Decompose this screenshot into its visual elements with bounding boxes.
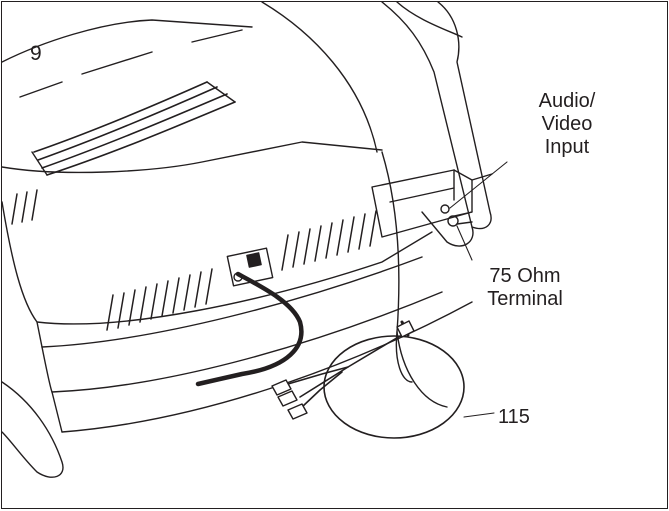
cable-part-label: 115 (498, 406, 530, 428)
console-shell (2, 2, 383, 176)
front-vents (11, 189, 377, 331)
step-number: 9 (30, 42, 42, 65)
label-line: Terminal (487, 288, 563, 310)
label-line: Audio/ (538, 90, 596, 112)
label-line: Video (541, 113, 593, 135)
upright-post (381, 2, 492, 247)
crossbar (371, 169, 473, 238)
rca-cable (271, 320, 495, 439)
label-line: 75 Ohm (489, 265, 561, 287)
label-line: Input (544, 136, 590, 158)
console-cable (195, 271, 304, 387)
av-jacks (440, 161, 508, 261)
audio-video-input-label: Audio/ Video Input (507, 90, 627, 159)
terminal-label: 75 Ohm Terminal (470, 265, 580, 311)
console-front (2, 151, 473, 478)
